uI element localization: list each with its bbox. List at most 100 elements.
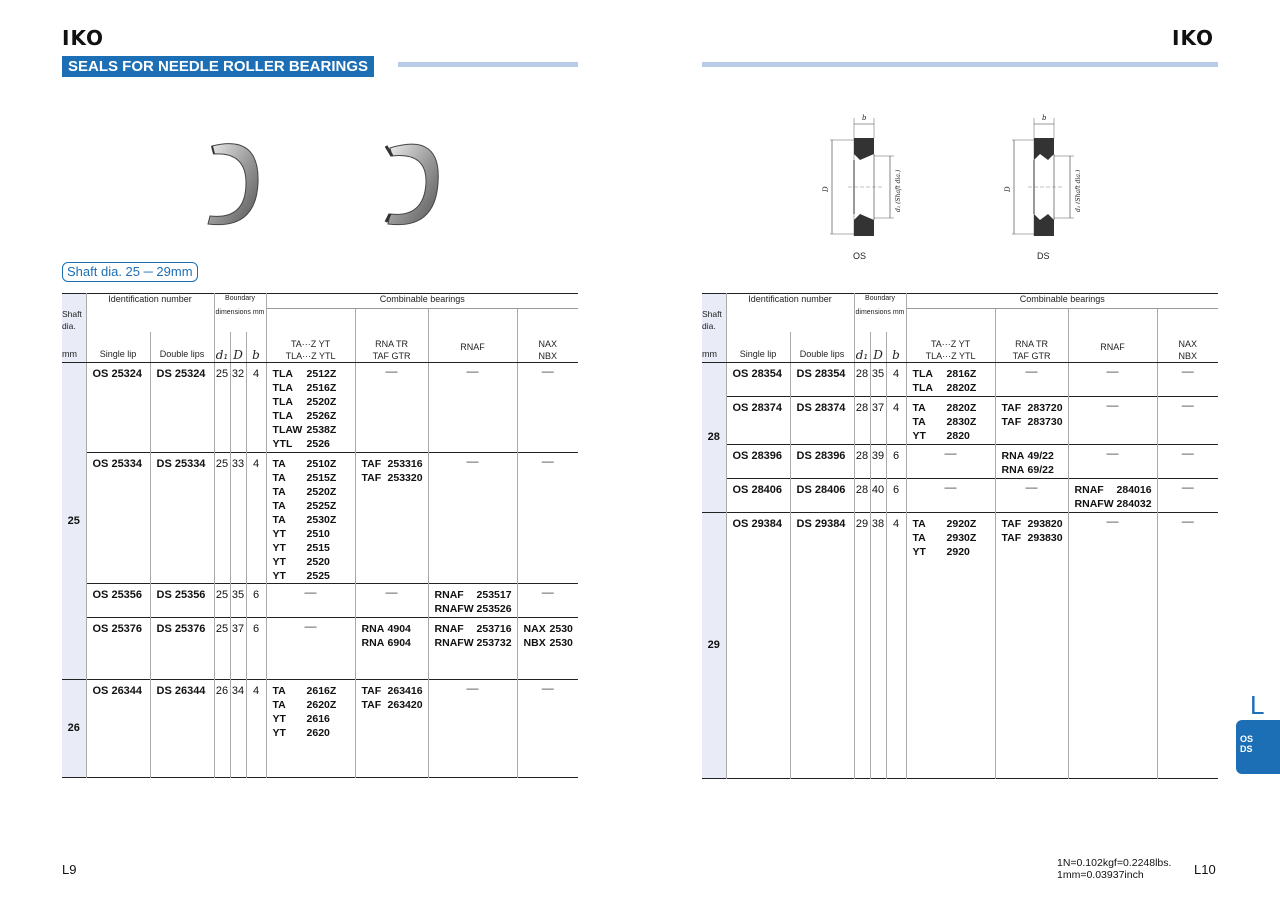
hdr-boundary-units: dimensions mm [215,309,265,316]
bearing-number: 293830 [1027,531,1063,544]
dash: — [1181,479,1194,494]
bearing-number: 2512Z [306,367,337,380]
bearing-type: YT [272,541,286,554]
single-lip-id: OS 29384 [726,512,791,778]
dash: — [304,584,317,599]
dash: — [1106,397,1119,412]
bearing-type: TLA [272,395,293,408]
hdr-boundary-units-r: dimensions mm [855,309,905,316]
hdr-mm-r: mm [702,348,717,359]
bearing-number: 2520Z [306,395,337,408]
dim-d1-os: d₁ (Shaft dia.) [895,169,902,212]
bearing-type: TAF [1001,517,1022,530]
bearing-type: RNAFW [1074,497,1114,510]
bearing-number: 2530Z [306,513,337,526]
hdr-b-r: b [892,347,900,362]
bearing-type: TAF [361,471,382,484]
combinable-nax-cell: — [1157,362,1218,396]
single-lip-id: OS 25324 [86,362,151,452]
bearing-type: TLA [912,367,933,380]
bearing-type: TA [912,531,926,544]
diagram-label-os: OS [853,251,866,261]
dim-d1: 25 [214,452,231,583]
dim-D-os: D [822,186,830,193]
bearing-type: TA [272,698,286,711]
units-note-length: 1mm=0.03937inch [1057,869,1144,881]
combinable-rnaf-cell: — [1068,512,1158,778]
shaft-range-badge: Shaft dia. 25 ─ 29mm [62,262,198,282]
bearing-type: RNA [1001,463,1025,476]
bearing-number: 253320 [387,471,423,484]
bearing-type: TA [272,684,286,697]
bearing-type: TLAW [272,423,303,436]
shaft-dia-cell: 26 [62,679,87,777]
bearing-type: TLA [912,381,933,394]
bearing-number: 2510 [306,527,330,540]
bearing-number: 2530 [549,636,573,649]
dash: — [1181,397,1194,412]
combinable-rna-cell: — [355,362,429,452]
bearing-type: YT [272,527,286,540]
dim-b: 6 [886,444,907,478]
dash: — [1025,479,1038,494]
hdr-single-lip-r: Single lip [739,348,777,359]
dash: — [1181,445,1194,460]
bearing-entry: YT 2920 [913,545,995,559]
bearing-number: 4904 [387,622,411,635]
dim-D: 39 [870,444,887,478]
bearing-type: TA [272,513,286,526]
seal-cross-section-diagram: b D d₁ (Shaft dia.) b D d₁ (Shaft dia.) … [822,114,1080,261]
double-lips-id: DS 29384 [790,512,855,778]
combinable-rna-cell: — [355,583,429,617]
hdr-double-lips: Double lips [159,348,205,359]
bearing-type: TAF [1001,415,1022,428]
bearing-type: TA [272,485,286,498]
bearing-number: 2820Z [946,401,977,414]
bearing-type: YTL [272,437,293,450]
hdr-boundary: Boundary [225,295,255,302]
shaft-dia-cell: 28 [702,362,727,512]
bearing-type: YT [912,545,926,558]
bearing-type: TAF [1001,531,1022,544]
bearing-type: YT [272,555,286,568]
hdr-D: D [233,347,243,362]
single-lip-id: OS 25376 [86,617,151,679]
units-note: 1N=0.102kgf=0.2248lbs. 1mm=0.03937inch [1057,857,1171,881]
dim-b: 6 [246,617,267,679]
dim-D: 38 [870,512,887,778]
dash: — [541,453,554,468]
bearing-type: RNAF [1074,483,1104,496]
combinable-nax-cell: — [1157,512,1218,778]
dim-d1: 29 [854,512,871,778]
hdr-double-lips-r: Double lips [799,348,845,359]
dash: — [385,363,398,378]
hdr-shaft: Shaft [62,309,82,319]
bearing-number: 2920 [946,545,970,558]
page-number-right: L10 [1194,862,1216,877]
side-tab[interactable]: OS DS [1236,720,1280,774]
combinable-rnaf-cell: — [1068,362,1158,396]
bearing-number: 2620Z [306,698,337,711]
bearing-number: 263416 [387,684,423,697]
hdr-D-r: D [873,347,883,362]
bearing-number: 2516Z [306,381,337,394]
